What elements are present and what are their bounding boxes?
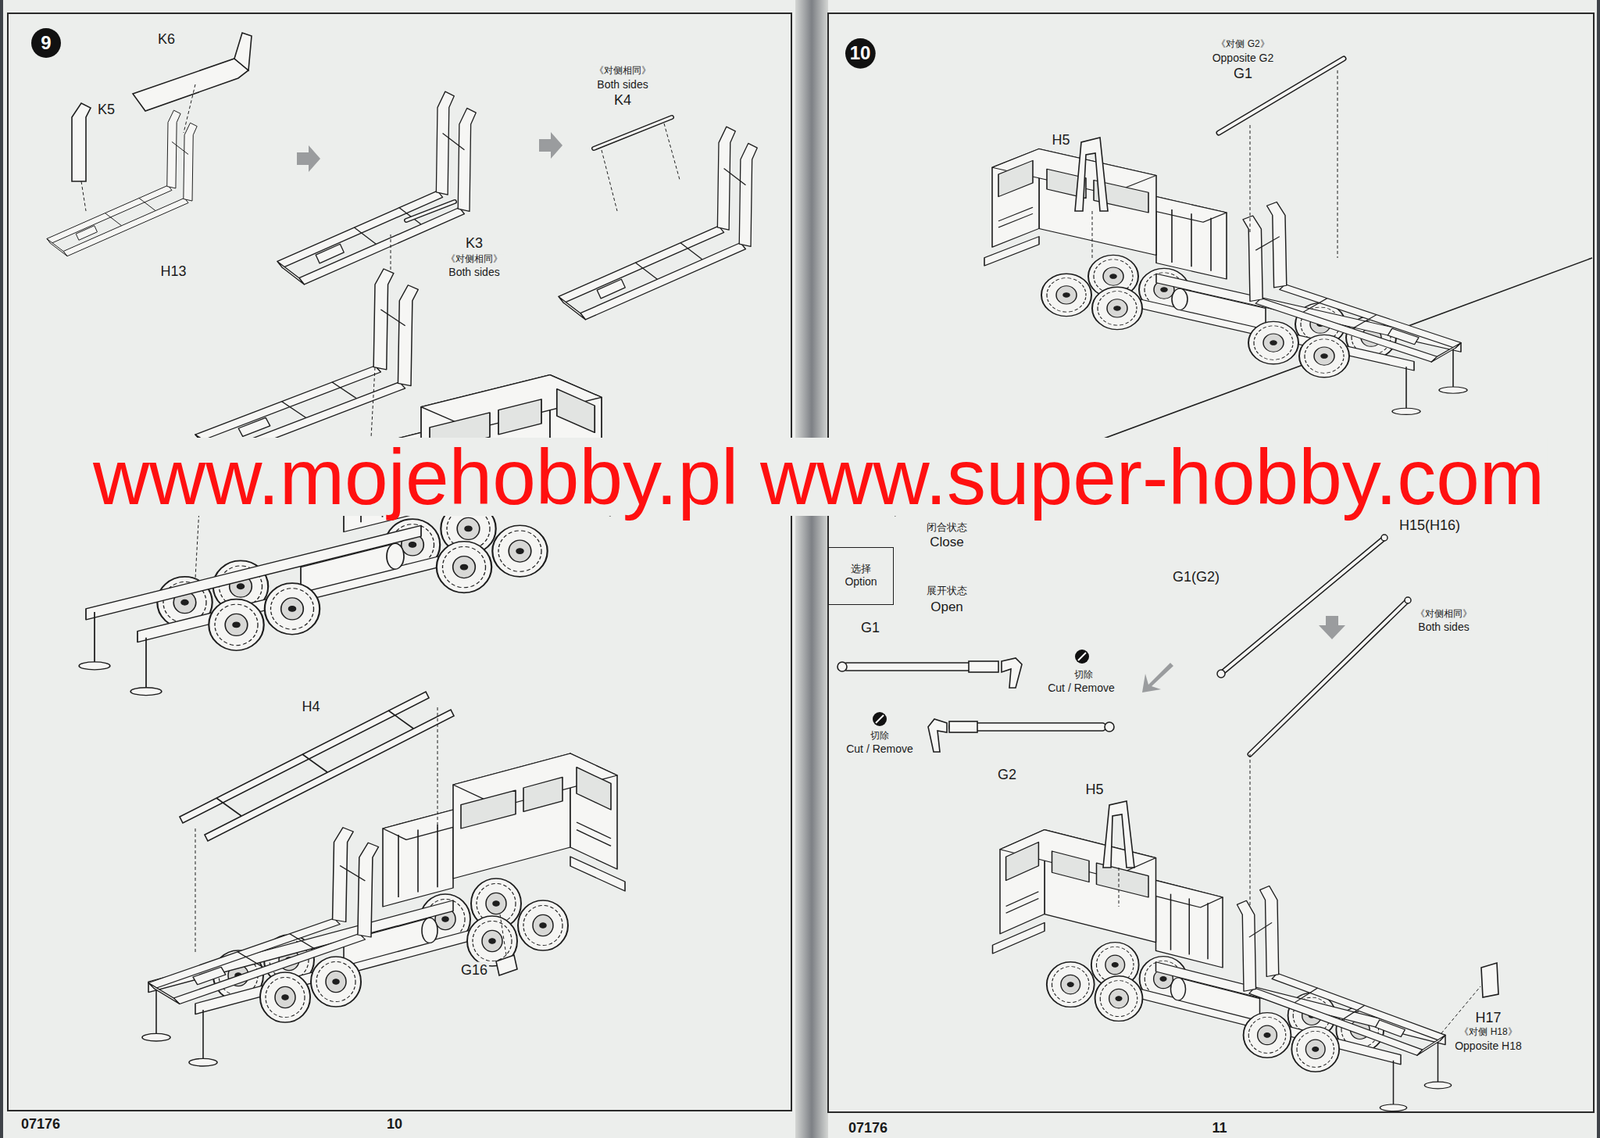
part-label: H4 (300, 698, 322, 715)
part-label: K5 (96, 101, 117, 118)
part-label: H5 (1050, 132, 1072, 149)
step-number-text: 10 (850, 42, 872, 65)
part-label: H17 (1473, 1009, 1503, 1026)
part-label: G2 (996, 766, 1018, 783)
option-text: 选择 (850, 563, 872, 575)
part-label: G1 (1232, 65, 1254, 83)
state-label: 展开状态 (925, 585, 969, 597)
part-label: H5 (1083, 781, 1105, 798)
action-label: 切除 (868, 730, 891, 742)
page-number: 10 (385, 1115, 404, 1133)
state-label: 闭合状态 (925, 521, 969, 534)
page-number: 11 (1210, 1119, 1229, 1136)
part-label: K6 (156, 31, 177, 48)
state-label: Close (928, 534, 965, 550)
note-label: 《对侧相同》 (444, 253, 504, 265)
note-label: 《对侧相同》 (592, 65, 653, 77)
note-label: 《对侧 G2》 (1214, 39, 1271, 50)
state-label: Open (928, 599, 965, 615)
note-label: 《对侧 H18》 (1457, 1026, 1518, 1038)
page-code: 07176 (19, 1115, 62, 1133)
part-label: G1 (859, 619, 882, 636)
action-label: Cut / Remove (1046, 681, 1117, 694)
step-number-text: 9 (40, 32, 51, 54)
step-circle-fill (31, 28, 61, 58)
part-label: G1(G2) (1171, 568, 1222, 586)
page-code: 07176 (846, 1119, 890, 1136)
option-text: Option (844, 575, 877, 588)
step-number: 9 (30, 27, 62, 59)
part-label: K4 (612, 92, 633, 109)
part-label: H13 (158, 263, 188, 280)
action-label: Cut / Remove (844, 742, 915, 755)
watermark: www.mojehobby.pl www.super-hobby.com (89, 437, 1548, 516)
part-label: K3 (464, 235, 485, 252)
note-label: Both sides (1416, 620, 1471, 633)
action-label: 切除 (1072, 669, 1095, 681)
step-circle-fill (845, 38, 876, 69)
note-label: Both sides (446, 265, 501, 279)
part-label: H15(H16) (1397, 517, 1462, 534)
note-label: Opposite G2 (1210, 51, 1276, 65)
note-label: 《对侧相同》 (1414, 608, 1474, 620)
step-number: 10 (844, 37, 877, 70)
note-label: Opposite H18 (1453, 1039, 1524, 1052)
part-label: G16 (459, 961, 490, 979)
note-label: Both sides (595, 78, 650, 91)
option-box: 选择Option (828, 546, 894, 605)
